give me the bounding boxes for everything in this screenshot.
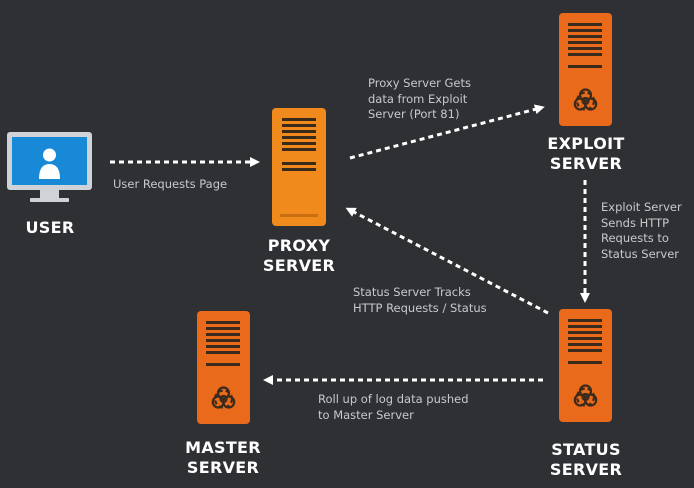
master-label-line1: MASTER: [185, 438, 261, 457]
status-to-proxy-line2: HTTP Requests / Status: [353, 300, 487, 315]
status-node-title: STATUS SERVER: [535, 440, 637, 480]
user-node-title: USER: [10, 218, 90, 238]
exploit-to-status-line3: Requests to: [601, 231, 669, 245]
status-label-line1: STATUS: [551, 440, 621, 459]
exploit-to-status-line2: Sends HTTP: [601, 215, 670, 230]
exploit-label-line2: SERVER: [549, 154, 623, 173]
exploit-to-status-line4: Status Server: [601, 246, 680, 261]
edge-proxy-to-exploit: [349, 104, 545, 160]
master-label-line2: SERVER: [186, 458, 260, 477]
proxy-to-exploit-line2: data from Exploit: [368, 91, 468, 106]
edge-label-proxy-to-exploit: Proxy Server Gets data from Exploit Serv…: [368, 76, 471, 123]
proxy-label-line2: SERVER: [262, 256, 336, 275]
exploit-node-title: EXPLOIT SERVER: [535, 134, 637, 174]
master-biohazard-server-icon: [197, 311, 250, 424]
edge-label-status-to-master: Roll up of log data pushed to Master Ser…: [318, 392, 469, 423]
edge-status-to-proxy: [345, 207, 549, 315]
proxy-label-line1: PROXY: [267, 236, 331, 255]
master-node-title: MASTER SERVER: [172, 438, 274, 478]
user-label: USER: [25, 218, 75, 237]
exploit-biohazard-server-icon: [559, 13, 612, 126]
proxy-node-title: PROXY SERVER: [248, 236, 350, 276]
user-requests-page-text: User Requests Page: [113, 177, 228, 191]
status-biohazard-server-icon: [559, 309, 612, 422]
status-to-master-line1: Roll up of log data pushed: [318, 392, 469, 406]
server-icon: [272, 108, 326, 226]
status-label-line2: SERVER: [549, 460, 623, 479]
status-to-proxy-line1: Status Server Tracks: [353, 285, 471, 299]
exploit-to-status-line1: Exploit Server: [601, 200, 682, 214]
status-to-master-line2: to Master Server: [318, 407, 414, 422]
proxy-to-exploit-line3: Server (Port 81): [368, 107, 460, 121]
proxy-to-exploit-line1: Proxy Server Gets: [368, 76, 472, 90]
edge-label-exploit-to-status: Exploit Server Sends HTTP Requests to St…: [601, 200, 682, 262]
monitor-user-icon: [7, 132, 92, 202]
edge-label-status-to-proxy: Status Server Tracks HTTP Requests / Sta…: [353, 285, 487, 316]
exploit-label-line1: EXPLOIT: [547, 134, 625, 153]
edge-label-user-to-proxy: User Requests Page: [113, 177, 227, 193]
